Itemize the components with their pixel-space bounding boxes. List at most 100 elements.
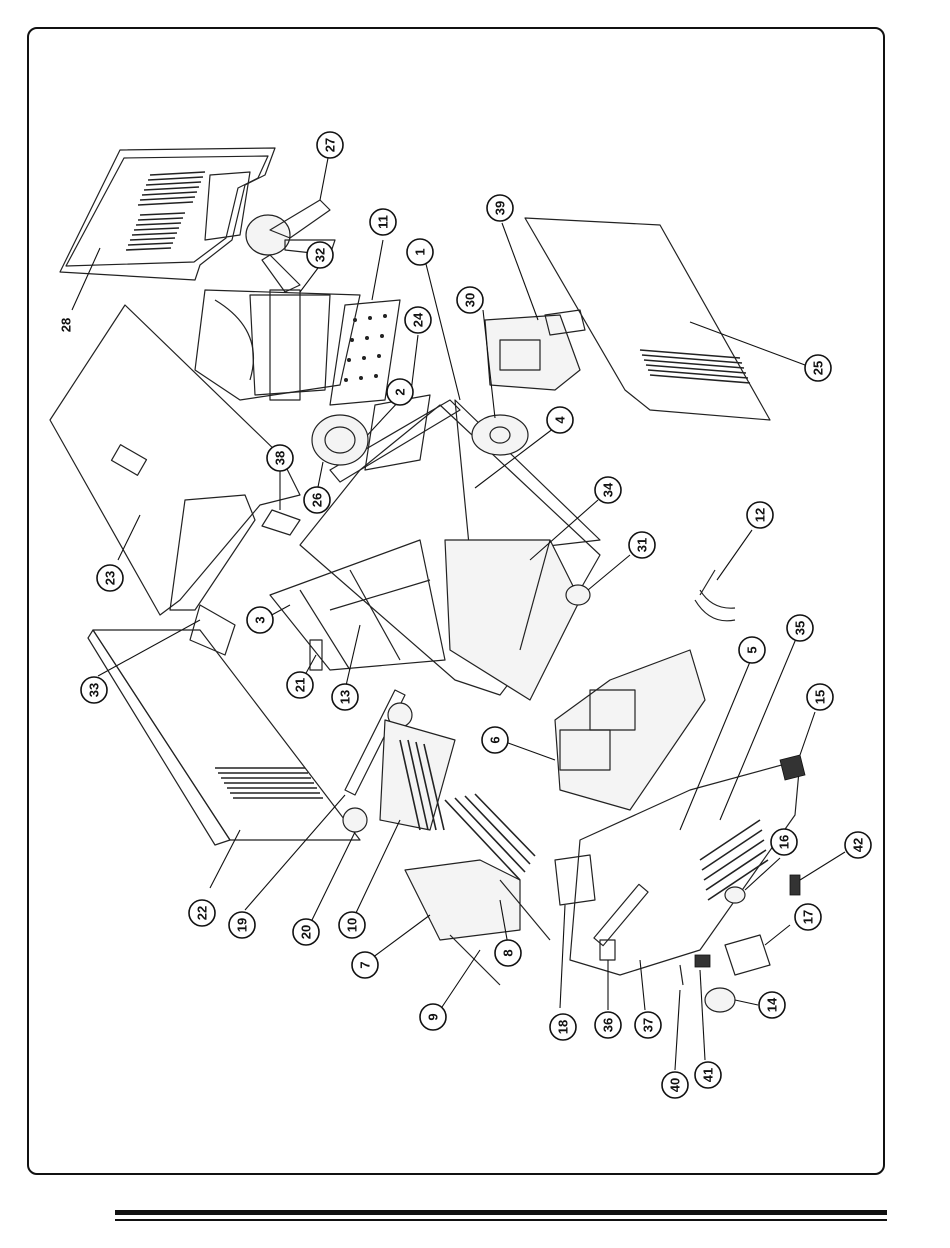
callout-number: 26: [310, 493, 325, 507]
callout-6: 6: [482, 727, 508, 753]
callout-number: 8: [501, 949, 516, 956]
callout-number: 12: [753, 508, 768, 522]
callout-number: 5: [745, 646, 760, 653]
callout-28: 28: [59, 318, 74, 332]
callout-4: 4: [547, 407, 573, 433]
callout-number: 11: [376, 215, 391, 229]
callout-41: 41: [695, 1062, 721, 1088]
callout-number: 6: [488, 736, 503, 743]
callout-22: 22: [189, 900, 215, 926]
part-16-knob: [725, 858, 780, 903]
callout-number: 4: [553, 416, 568, 424]
callout-number: 17: [801, 910, 816, 924]
callout-number: 15: [813, 690, 828, 704]
callout-5: 5: [739, 637, 765, 663]
part-23-side-panel: [50, 305, 300, 615]
callout-15: 15: [807, 684, 833, 710]
callout-number: 27: [323, 138, 338, 152]
callout-number: 2: [393, 388, 408, 395]
callout-19: 19: [229, 912, 255, 938]
callout-number: 22: [195, 906, 210, 920]
callout-37: 37: [635, 1012, 661, 1038]
part-25-side-panel: [525, 218, 805, 420]
callout-42: 42: [845, 832, 871, 858]
leader-23: [118, 515, 140, 560]
callout-40: 40: [662, 1072, 688, 1098]
callout-number: 32: [313, 248, 328, 262]
part-17-handle: [725, 925, 790, 975]
callout-number: 14: [765, 997, 780, 1012]
callout-21: 21: [287, 672, 313, 698]
part-14-knob: [705, 988, 758, 1012]
part-22-front-panel: [88, 630, 360, 888]
callout-number: 9: [426, 1013, 441, 1020]
callout-number: 30: [463, 293, 478, 307]
callout-number: 37: [641, 1018, 656, 1032]
part-26-motor: [312, 415, 368, 487]
callout-8: 8: [495, 940, 521, 966]
callout-number: 23: [103, 571, 118, 585]
part-32-fan-shroud: [195, 268, 360, 400]
callout-number: 16: [777, 835, 792, 849]
callout-31: 31: [629, 532, 655, 558]
callout-11: 11: [370, 209, 396, 235]
callout-number: 36: [601, 1018, 616, 1032]
callout-number: 21: [293, 678, 308, 692]
callout-number: 10: [345, 918, 360, 932]
callout-26: 26: [304, 487, 330, 513]
part-33-bracket: [98, 605, 235, 676]
callout-10: 10: [339, 912, 365, 938]
callout-23: 23: [97, 565, 123, 591]
callout-17: 17: [795, 904, 821, 930]
part-42-fitting: [790, 852, 845, 895]
callout-1: 1: [407, 239, 433, 265]
callout-32: 32: [307, 242, 333, 268]
callout-number: 42: [851, 838, 866, 852]
footer-rule-thick: [115, 1210, 887, 1215]
callout-2: 2: [387, 379, 413, 405]
part-15-connector: [780, 712, 815, 780]
callout-number: 40: [668, 1078, 683, 1092]
callout-number: 18: [556, 1020, 571, 1034]
callout-9: 9: [420, 1004, 446, 1030]
callout-16: 16: [771, 829, 797, 855]
callout-number: 1: [413, 248, 428, 255]
callout-number: 28: [59, 318, 74, 332]
callout-39: 39: [487, 195, 513, 221]
callout-number: 34: [601, 482, 616, 497]
callout-number: 7: [358, 961, 373, 968]
part-31-wheel: [566, 555, 630, 605]
callout-12: 12: [747, 502, 773, 528]
part-39-rectifier: [485, 223, 585, 390]
callout-30: 30: [457, 287, 483, 313]
callout-7: 7: [352, 952, 378, 978]
leader-28: [72, 248, 100, 310]
part-37-bar: [594, 884, 648, 1010]
callout-number: 20: [299, 925, 314, 939]
callout-number: 3: [253, 616, 268, 623]
callout-13: 13: [332, 684, 358, 710]
callout-20: 20: [293, 919, 319, 945]
part-36-handle-bracket: [600, 940, 615, 1010]
callout-number: 38: [273, 451, 288, 465]
callout-number: 19: [235, 918, 250, 932]
callout-number: 35: [793, 621, 808, 635]
part-12-handle: [695, 530, 752, 621]
callout-25: 25: [805, 355, 831, 381]
callout-14: 14: [759, 992, 785, 1018]
callout-35: 35: [787, 615, 813, 641]
callout-33: 33: [81, 677, 107, 703]
callout-18: 18: [550, 1014, 576, 1040]
callout-3: 3: [247, 607, 273, 633]
callout-number: 25: [811, 361, 826, 375]
callout-number: 41: [701, 1068, 716, 1082]
callout-number: 31: [635, 538, 650, 552]
callout-number: 24: [411, 312, 426, 327]
callout-number: 33: [87, 683, 102, 697]
part-9-rod: [440, 935, 500, 1010]
part-3-inner-frame: [268, 540, 445, 690]
callout-36: 36: [595, 1012, 621, 1038]
callout-number: 13: [338, 690, 353, 704]
part-28-top-cover: [60, 148, 275, 280]
